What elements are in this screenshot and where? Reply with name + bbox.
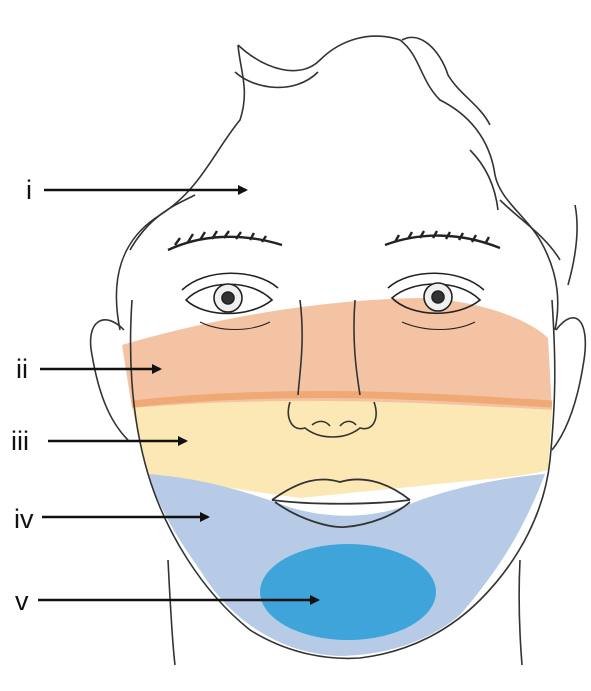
label-i: i [26,177,32,204]
zone-v-area [260,544,436,640]
label-iv: iv [14,506,34,533]
label-v: v [15,588,29,615]
eyebrows [168,231,500,250]
hair-outline [116,36,577,330]
label-iii: iii [11,428,29,455]
label-ii: ii [16,356,28,383]
